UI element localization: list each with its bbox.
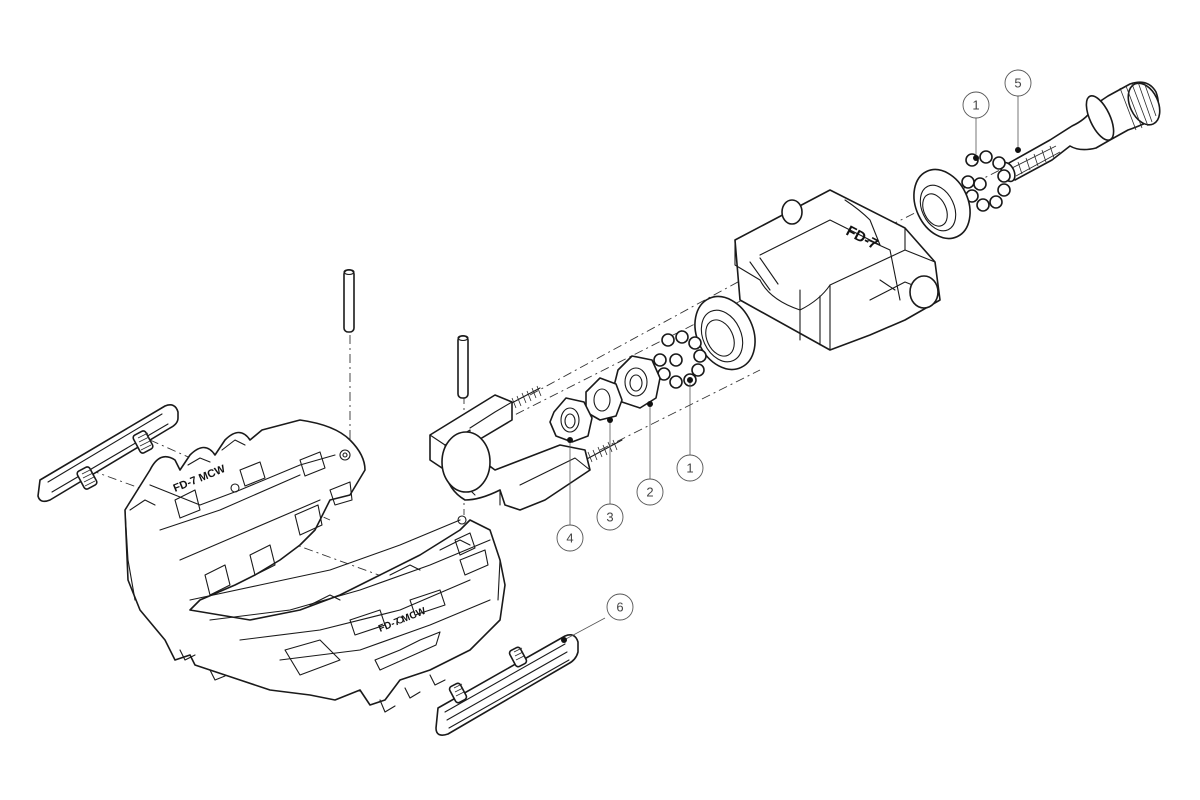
clamp-block [429,394,591,511]
pin-left [343,268,355,333]
callout-1-top: 1 [962,91,990,119]
callout-2: 2 [636,478,664,506]
pin-right [457,334,469,399]
callout-2-label: 2 [646,485,653,500]
callout-4-label: 4 [566,531,573,546]
spring-screw-upper [507,385,542,409]
callout-5: 5 [1004,69,1032,97]
pedal-body-housing [734,189,941,351]
callout-1-middle-label: 1 [686,461,693,476]
marker-dots [561,147,1021,643]
spring-screw-lower [584,439,623,463]
leader-lines [563,96,1019,641]
bearing-cup-outer [913,168,971,240]
callout-3: 3 [596,503,624,531]
cone-nut [613,355,661,409]
callout-1-top-label: 1 [972,98,979,113]
callout-3-label: 3 [606,510,613,525]
reflector-left [37,404,179,503]
keyed-washer [585,377,623,421]
reflector-right [435,634,579,736]
callout-6: 6 [606,593,634,621]
pedal-axle [999,81,1161,183]
callout-5-label: 5 [1014,76,1021,91]
pedal-cage [124,419,506,713]
ball-bearing-ring-middle [653,330,707,389]
callout-4: 4 [556,524,584,552]
callout-6-label: 6 [616,600,623,615]
lock-nut [549,397,593,443]
callout-1-middle: 1 [676,454,704,482]
